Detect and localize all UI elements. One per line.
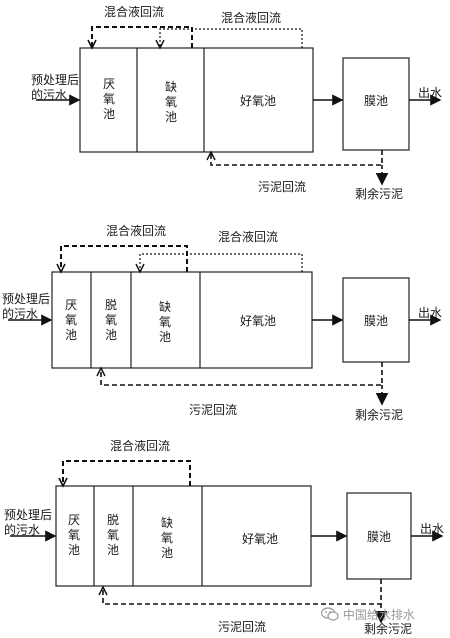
d1-sludge-return-line bbox=[210, 150, 383, 166]
watermark-text: 中国给水排水 bbox=[342, 608, 415, 622]
diagram-1 bbox=[36, 26, 442, 186]
d1-influent-label: 预处理后 的污水 bbox=[31, 73, 80, 102]
watermark: 中国给水排水 bbox=[320, 606, 415, 623]
d2-sludge-return-label: 污泥回流 bbox=[189, 403, 238, 417]
diagram-2 bbox=[8, 245, 442, 406]
d1-recycle-line-2 bbox=[159, 28, 303, 48]
d2-membrane-label: 膜池 bbox=[364, 314, 389, 328]
d3-sludge-return-line bbox=[102, 579, 382, 605]
d2-tank-aerobic: 好氧池 bbox=[240, 314, 277, 328]
d1-membrane-label: 膜池 bbox=[364, 94, 389, 108]
d3-recycle-label: 混合液回流 bbox=[110, 439, 171, 453]
diagram-3 bbox=[10, 460, 444, 624]
d2-recycle-label-1: 混合液回流 bbox=[106, 224, 167, 238]
wechat-icon bbox=[320, 607, 339, 621]
d1-tank-anoxic: 缺氧池 bbox=[164, 80, 177, 124]
d1-membrane-box bbox=[342, 57, 410, 151]
d3-tank-aerobic: 好氧池 bbox=[242, 532, 279, 546]
d1-recycle-line-1 bbox=[91, 26, 193, 48]
d2-recycle-label-2: 混合液回流 bbox=[218, 230, 279, 244]
d1-bioreactor-box bbox=[79, 47, 314, 153]
d3-excess-sludge-label: 剩余污泥 bbox=[364, 622, 413, 636]
d2-excess-sludge-label: 剩余污泥 bbox=[355, 408, 404, 422]
d2-influent-label: 预处理后 的污水 bbox=[2, 292, 51, 321]
d1-recycle-label-1: 混合液回流 bbox=[104, 5, 165, 19]
d2-tank-anaerobic: 厌氧池 bbox=[64, 298, 77, 342]
d2-tank-deoxygenation: 脱氧池 bbox=[104, 298, 117, 342]
d1-excess-sludge-label: 剩余污泥 bbox=[355, 187, 404, 201]
d1-tank-anaerobic: 厌氧池 bbox=[102, 77, 115, 121]
d2-recycle-line-2 bbox=[139, 253, 303, 272]
d1-effluent-label: 出水 bbox=[418, 86, 443, 100]
d3-recycle-line bbox=[62, 460, 191, 486]
d3-effluent-label: 出水 bbox=[420, 522, 445, 536]
d2-tank-anoxic: 缺氧池 bbox=[158, 300, 171, 344]
d3-membrane-label: 膜池 bbox=[367, 530, 392, 544]
d1-sludge-return-label: 污泥回流 bbox=[258, 180, 307, 194]
d3-influent-label: 预处理后 的污水 bbox=[4, 508, 53, 537]
d1-tank-aerobic: 好氧池 bbox=[240, 94, 277, 108]
d2-bioreactor-box bbox=[51, 271, 313, 369]
d2-effluent-label: 出水 bbox=[418, 306, 443, 320]
d3-tank-anoxic: 缺氧池 bbox=[160, 516, 173, 560]
d3-membrane-box bbox=[346, 492, 412, 580]
d2-sludge-return-line bbox=[100, 362, 383, 386]
d3-tank-anaerobic: 厌氧池 bbox=[67, 513, 80, 557]
d2-recycle-line-1 bbox=[60, 245, 188, 272]
d3-sludge-return-label: 污泥回流 bbox=[218, 620, 267, 634]
d1-recycle-label-2: 混合液回流 bbox=[221, 11, 282, 25]
d3-tank-deoxygenation: 脱氧池 bbox=[106, 513, 119, 557]
